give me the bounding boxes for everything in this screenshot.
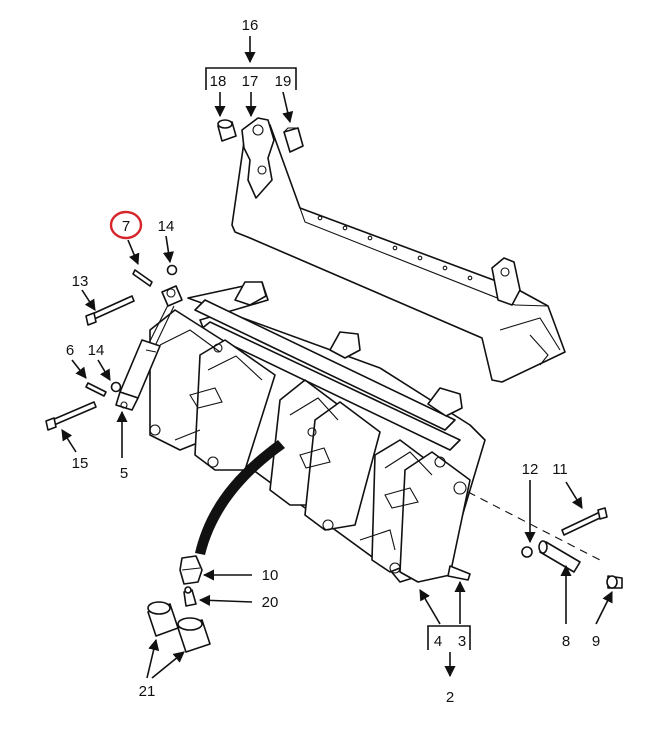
callout-5: 5 [120,465,128,482]
callout-3: 3 [458,633,466,650]
callout-4: 4 [434,633,442,650]
callout-7: 7 [122,218,130,235]
axis-dash [467,491,601,561]
attachment-frame [231,117,566,383]
callout-17: 17 [242,73,259,90]
bushings-21 [147,601,211,653]
block-19 [283,127,304,153]
callout-labels: 16 18 17 19 7 14 13 6 14 15 5 12 11 10 2… [66,17,600,706]
callout-15: 15 [72,455,89,472]
callout-12: 12 [522,461,539,478]
leader-lines [61,36,613,679]
callout-9: 9 [592,633,600,650]
bolt-15 [45,401,97,431]
callout-7-highlight-ring [109,210,143,240]
pin-6 [85,382,107,397]
pin-7 [132,269,153,287]
bolt-11 [561,507,608,536]
sleeve-8 [538,540,581,573]
callout-6: 6 [66,342,74,359]
grease-fitting-20 [183,586,197,607]
callout-13: 13 [72,273,89,290]
callout-18: 18 [210,73,227,90]
callout-20: 20 [262,594,279,611]
callout-21: 21 [139,683,156,700]
loader-frame [149,281,486,583]
fitting-9 [606,575,623,589]
callout-14-upper: 14 [158,218,175,235]
hydraulic-hose [195,440,285,555]
callout-10: 10 [262,567,279,584]
nut-14-lower [110,381,122,393]
elbow-fitting-10 [179,555,203,585]
callout-19: 19 [275,73,292,90]
nut-14-upper [166,264,178,276]
sleeve-18 [217,119,237,142]
callout-11: 11 [552,461,568,478]
bolt-13 [85,295,135,326]
cylinder-5 [115,285,183,411]
callout-8: 8 [562,633,570,650]
callout-16: 16 [242,17,259,34]
nut-12 [521,546,533,558]
callout-14-lower: 14 [88,342,105,359]
callout-2: 2 [446,689,454,706]
